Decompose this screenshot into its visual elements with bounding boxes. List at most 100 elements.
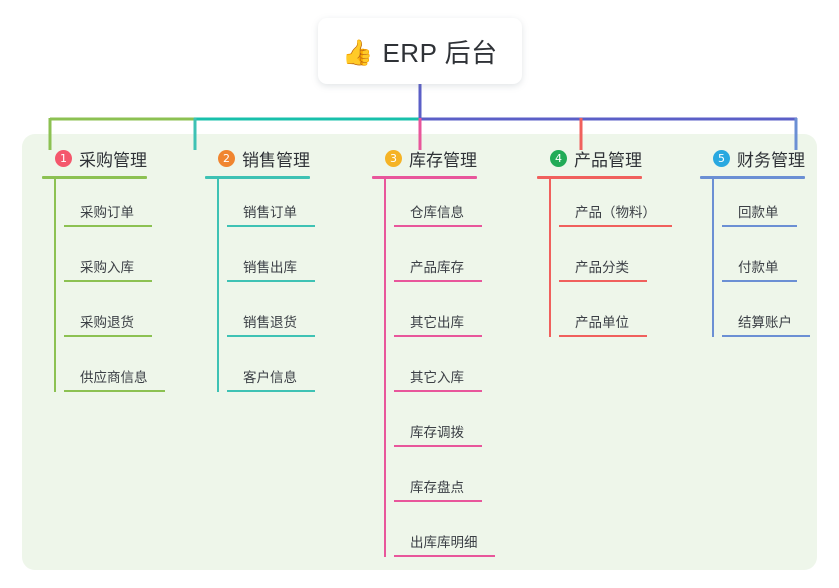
branch-item-label: 产品单位	[575, 315, 629, 330]
branch-item-underline	[227, 280, 315, 282]
branch-item-underline	[64, 335, 152, 337]
branch-item-underline	[64, 225, 152, 227]
thumbs-up-icon: 👍	[342, 37, 374, 67]
branch-header-3[interactable]: 3 库存管理	[372, 145, 477, 171]
branch-header-1[interactable]: 1 采购管理	[42, 145, 147, 171]
branch-item[interactable]: 产品（物料）	[559, 179, 672, 234]
branch-item[interactable]: 销售订单	[227, 179, 315, 234]
branch-column-5: 5 财务管理回款单付款单结算账户	[700, 145, 810, 344]
branch-items: 回款单付款单结算账户	[700, 179, 810, 344]
branch-item-label: 销售出库	[243, 260, 297, 275]
branch-title: 库存管理	[409, 150, 477, 170]
branch-item-underline	[227, 335, 315, 337]
branch-item[interactable]: 销售出库	[227, 234, 315, 289]
branch-item-label: 出库库明细	[410, 535, 478, 550]
branch-item-label: 销售订单	[243, 205, 297, 220]
branch-column-2: 2 销售管理销售订单销售出库销售退货客户信息	[205, 145, 315, 399]
branch-spine	[217, 179, 219, 392]
branch-item-underline	[559, 280, 647, 282]
branch-number-badge: 3	[385, 149, 402, 167]
branch-items: 销售订单销售出库销售退货客户信息	[205, 179, 315, 399]
branch-spine	[384, 179, 386, 557]
branch-item-underline	[394, 335, 482, 337]
branch-item[interactable]: 付款单	[722, 234, 805, 289]
branch-item[interactable]: 销售退货	[227, 289, 315, 344]
branch-item-label: 客户信息	[243, 370, 297, 385]
branch-item[interactable]: 库存调拨	[394, 399, 482, 454]
branch-item-underline	[559, 225, 672, 227]
branch-item-underline	[394, 445, 482, 447]
branch-item-label: 采购退货	[80, 315, 134, 330]
branch-item[interactable]: 客户信息	[227, 344, 315, 399]
branch-header-underline	[537, 176, 642, 179]
branch-spine	[549, 179, 551, 337]
branch-item-label: 付款单	[738, 260, 779, 275]
branch-item[interactable]: 回款单	[722, 179, 805, 234]
root-node-title: ERP 后台	[382, 37, 498, 68]
branch-item-underline	[394, 280, 482, 282]
branch-items: 仓库信息产品库存其它出库其它入库库存调拨库存盘点出库库明细	[372, 179, 495, 564]
branch-spine	[54, 179, 56, 392]
branch-item-underline	[64, 390, 165, 392]
branch-item-label: 库存调拨	[410, 425, 464, 440]
branch-item[interactable]: 结算账户	[722, 289, 810, 344]
branch-item[interactable]: 库存盘点	[394, 454, 482, 509]
branch-item-label: 采购订单	[80, 205, 134, 220]
branch-item-underline	[722, 225, 797, 227]
branch-item-underline	[722, 335, 810, 337]
branch-item-underline	[559, 335, 647, 337]
branch-number-badge: 2	[218, 149, 235, 167]
branch-item-label: 销售退货	[243, 315, 297, 330]
branch-item-label: 仓库信息	[410, 205, 464, 220]
branch-spine	[712, 179, 714, 337]
branch-title: 财务管理	[737, 150, 805, 170]
branch-item-underline	[394, 225, 482, 227]
branch-item-underline	[227, 390, 315, 392]
branch-item[interactable]: 供应商信息	[64, 344, 165, 399]
branch-item-underline	[394, 555, 495, 557]
branch-item[interactable]: 其它出库	[394, 289, 482, 344]
branch-item[interactable]: 采购入库	[64, 234, 152, 289]
branch-number-badge: 5	[713, 149, 730, 167]
branch-item[interactable]: 采购退货	[64, 289, 152, 344]
branch-item-underline	[64, 280, 152, 282]
branch-number-badge: 4	[550, 149, 567, 167]
branch-item-label: 产品分类	[575, 260, 629, 275]
branch-item[interactable]: 出库库明细	[394, 509, 495, 564]
branch-number-badge: 1	[55, 149, 72, 167]
branch-item[interactable]: 产品库存	[394, 234, 482, 289]
branch-title: 采购管理	[79, 150, 147, 170]
branch-header-underline	[42, 176, 147, 179]
branch-item[interactable]: 其它入库	[394, 344, 482, 399]
branch-header-underline	[372, 176, 477, 179]
branches-panel	[22, 134, 817, 570]
branch-column-3: 3 库存管理仓库信息产品库存其它出库其它入库库存调拨库存盘点出库库明细	[372, 145, 495, 564]
branch-item[interactable]: 产品分类	[559, 234, 647, 289]
branch-items: 采购订单采购入库采购退货供应商信息	[42, 179, 165, 399]
branch-item-underline	[722, 280, 797, 282]
branch-item-label: 供应商信息	[80, 370, 148, 385]
branch-item[interactable]: 仓库信息	[394, 179, 482, 234]
branch-item-underline	[227, 225, 315, 227]
branch-header-2[interactable]: 2 销售管理	[205, 145, 310, 171]
branch-item-underline	[394, 500, 482, 502]
branch-title: 销售管理	[242, 150, 310, 170]
branch-item-label: 回款单	[738, 205, 779, 220]
branch-header-5[interactable]: 5 财务管理	[700, 145, 805, 171]
branch-item-label: 其它出库	[410, 315, 464, 330]
branch-item-underline	[394, 390, 482, 392]
branch-item-label: 产品库存	[410, 260, 464, 275]
branch-item-label: 产品（物料）	[575, 205, 656, 220]
branch-column-1: 1 采购管理采购订单采购入库采购退货供应商信息	[42, 145, 165, 399]
branch-item[interactable]: 采购订单	[64, 179, 152, 234]
branch-item-label: 采购入库	[80, 260, 134, 275]
branch-item-label: 库存盘点	[410, 480, 464, 495]
branch-items: 产品（物料） 产品分类产品单位	[537, 179, 672, 344]
branch-header-underline	[205, 176, 310, 179]
branch-item[interactable]: 产品单位	[559, 289, 647, 344]
branch-header-underline	[700, 176, 805, 179]
root-node-erp-backend[interactable]: 👍 ERP 后台	[318, 18, 522, 84]
